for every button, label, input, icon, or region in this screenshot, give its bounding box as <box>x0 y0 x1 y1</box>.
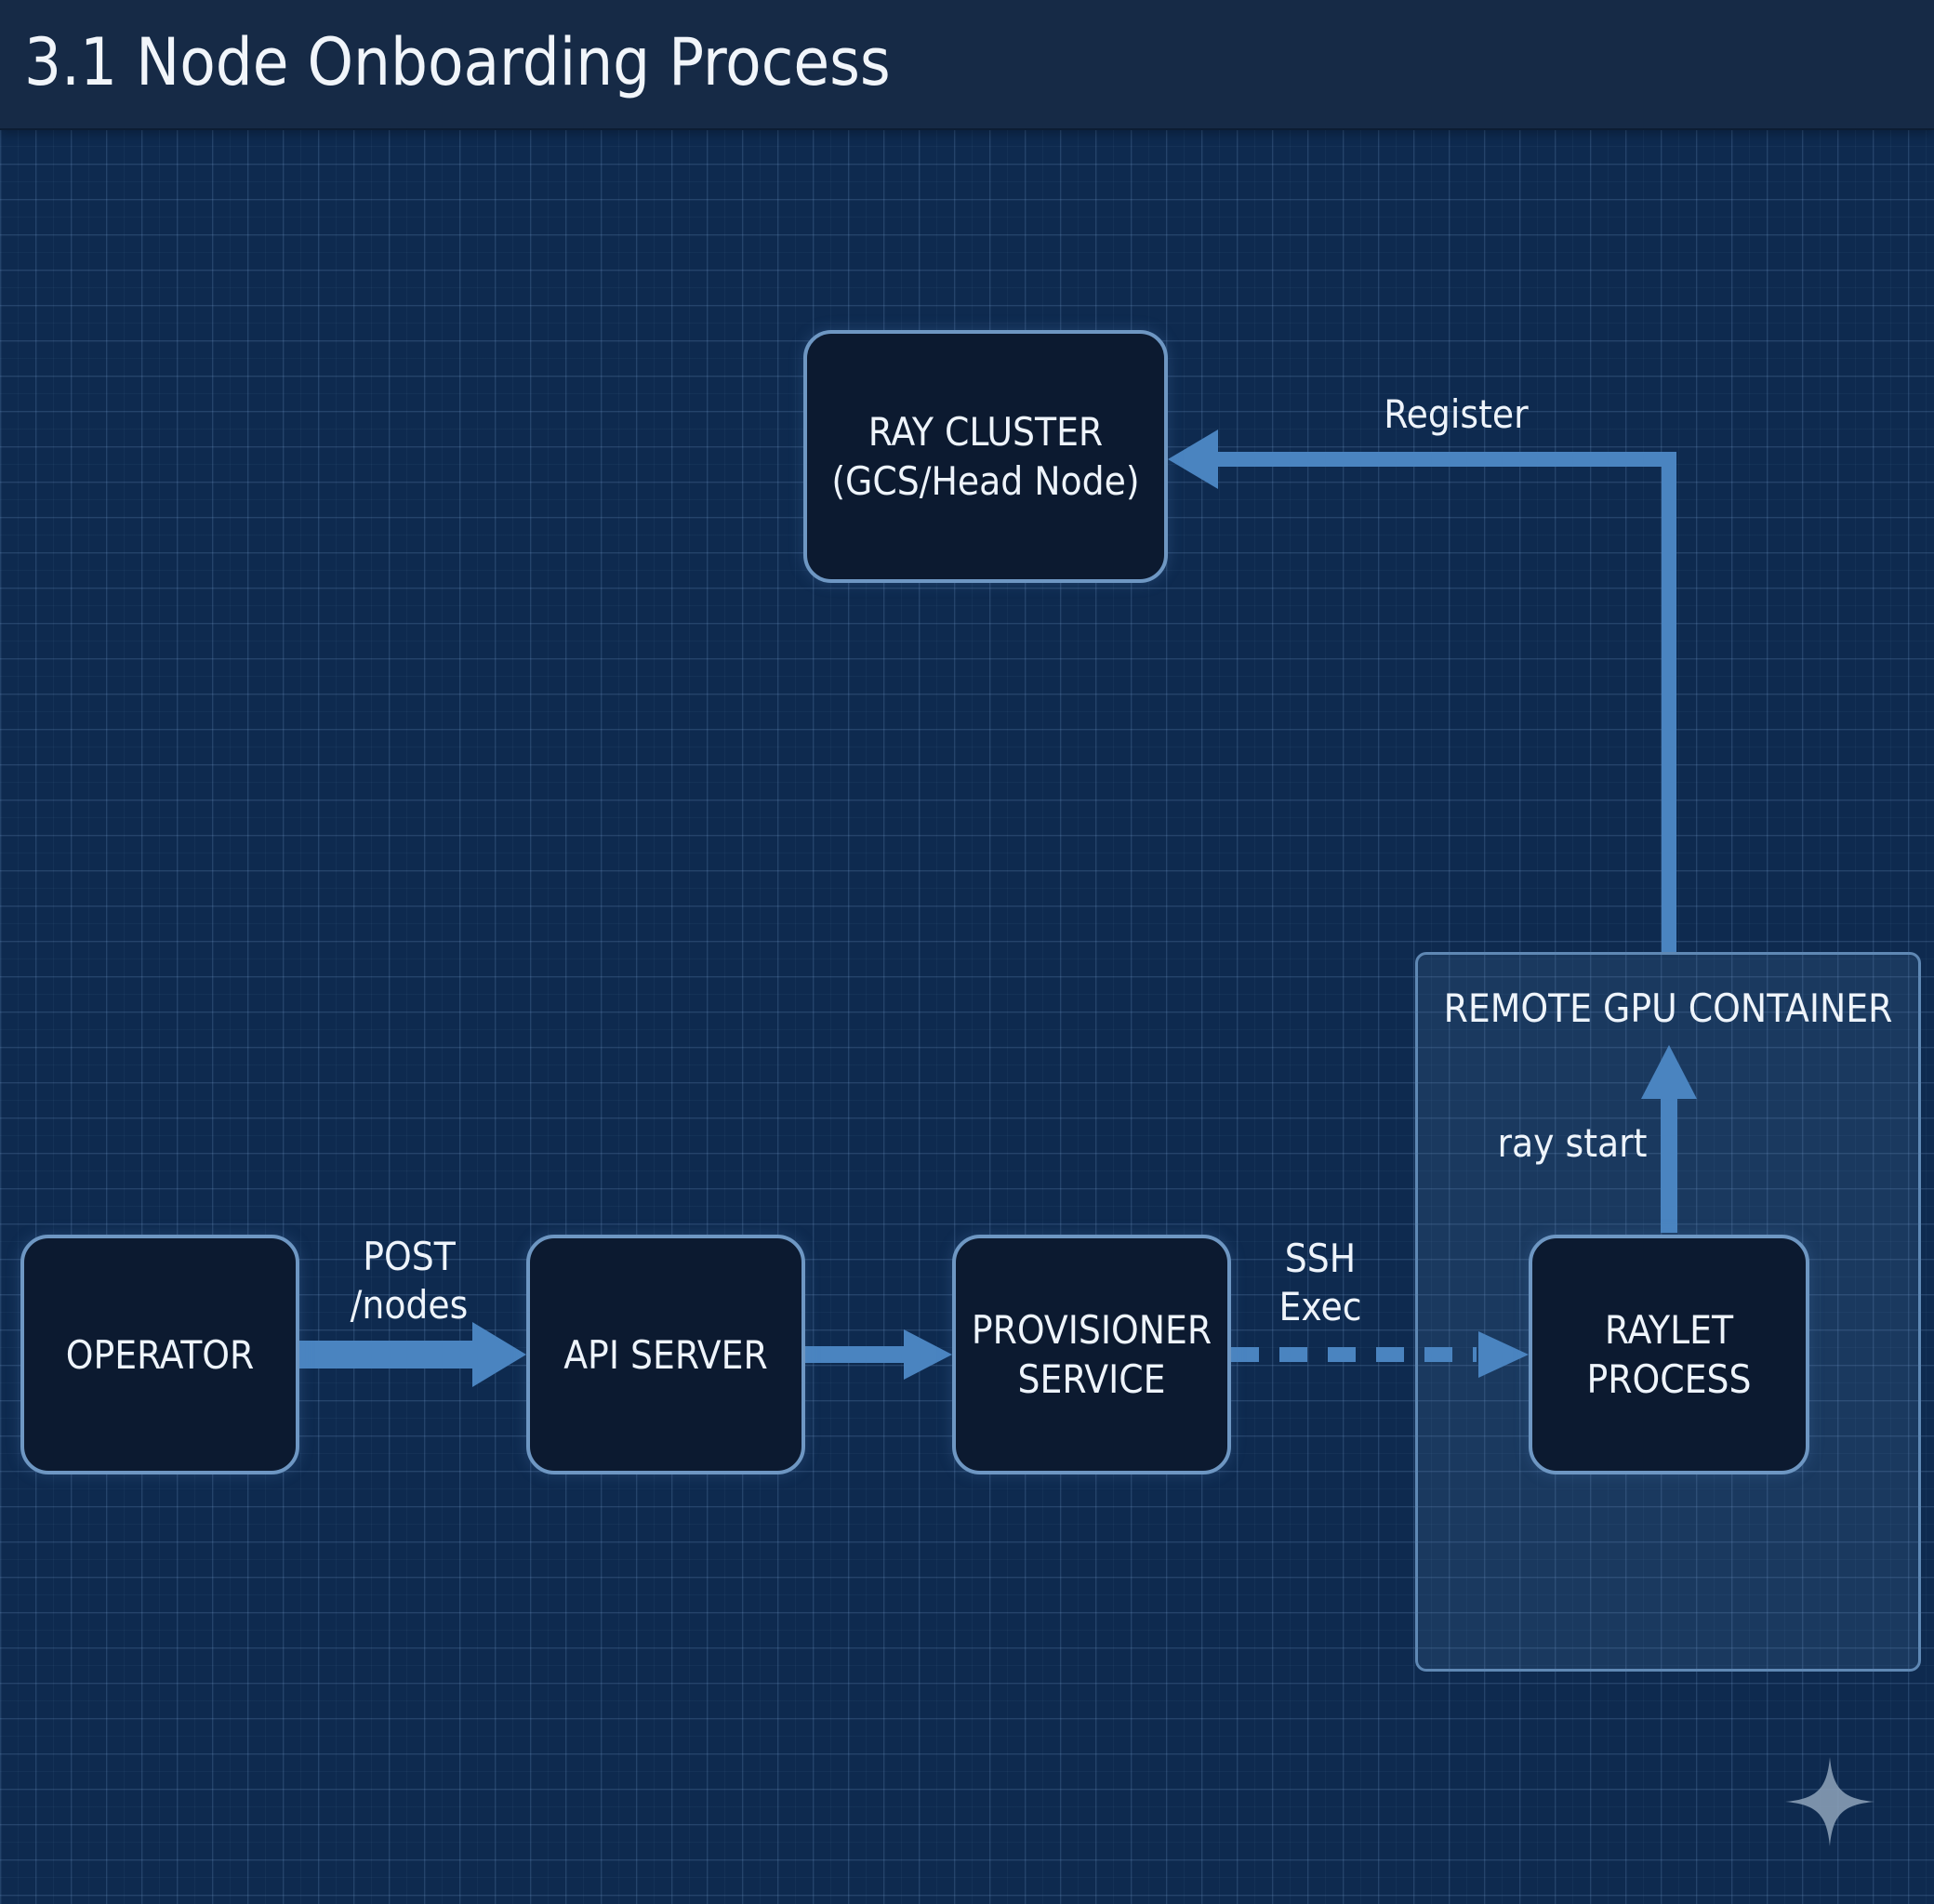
page-title: 3.1 Node Onboarding Process <box>24 24 891 100</box>
title-bar: 3.1 Node Onboarding Process <box>0 0 1934 130</box>
ray-cluster-label: RAY CLUSTER (GCS/Head Node) <box>831 409 1140 504</box>
edge-label-register: Register <box>1384 391 1529 437</box>
provisioner-service-node: PROVISIONER SERVICE <box>952 1235 1231 1474</box>
api-server-label: API SERVER <box>563 1331 768 1378</box>
edge-operator-to-api-server <box>299 1322 526 1387</box>
edge-provisioner-to-raylet <box>1231 1331 1529 1378</box>
container-label: REMOTE GPU CONTAINER <box>1443 985 1893 1031</box>
edge-api-server-to-provisioner <box>805 1329 952 1380</box>
raylet-process-node: RAYLET PROCESS <box>1529 1235 1809 1474</box>
edge-label-post-nodes: POST /nodes <box>350 1234 469 1328</box>
operator-node: OPERATOR <box>20 1235 299 1474</box>
edge-register-to-ray-cluster <box>1168 430 1676 952</box>
sparkle-icon <box>1785 1757 1874 1846</box>
provisioner-service-label: PROVISIONER SERVICE <box>971 1307 1212 1402</box>
raylet-process-label: RAYLET PROCESS <box>1586 1307 1752 1402</box>
edge-raylet-ray-start <box>1641 1045 1697 1233</box>
edge-label-ray-start: ray start <box>1497 1120 1648 1166</box>
operator-label: OPERATOR <box>65 1331 255 1378</box>
edge-label-ssh-exec: SSH Exec <box>1278 1236 1362 1329</box>
api-server-node: API SERVER <box>526 1235 805 1474</box>
ray-cluster-node: RAY CLUSTER (GCS/Head Node) <box>803 330 1168 583</box>
